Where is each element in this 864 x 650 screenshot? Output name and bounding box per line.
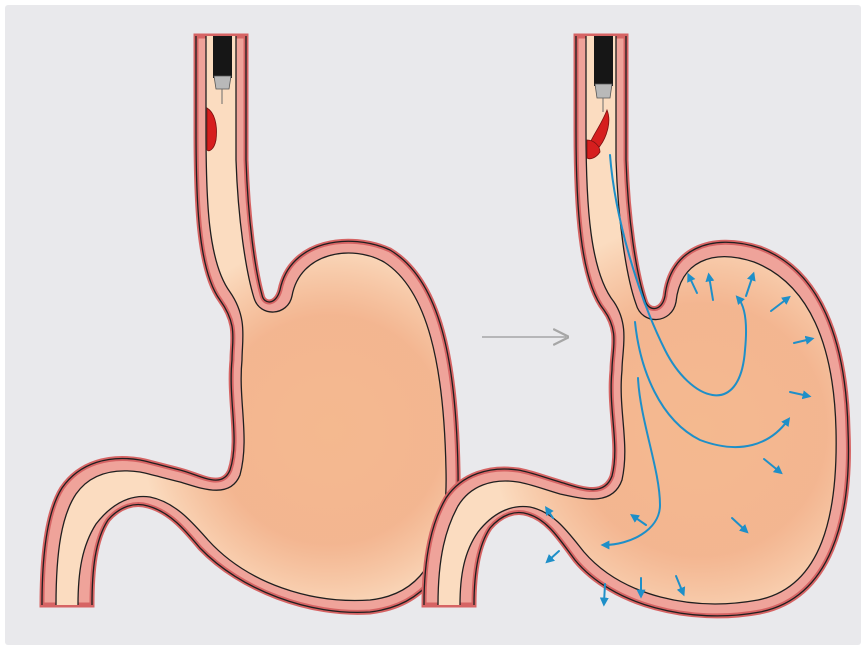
stomach-after [424, 36, 848, 616]
pressure-arrow [548, 551, 559, 561]
endoscope-shaft [594, 36, 613, 86]
pressure-arrow [604, 584, 605, 603]
endoscope-shaft [213, 36, 232, 78]
endoscope-tip [595, 84, 612, 98]
stomach-lumen [56, 36, 446, 605]
stomach-before [42, 36, 458, 612]
endoscope-tip [214, 76, 231, 89]
